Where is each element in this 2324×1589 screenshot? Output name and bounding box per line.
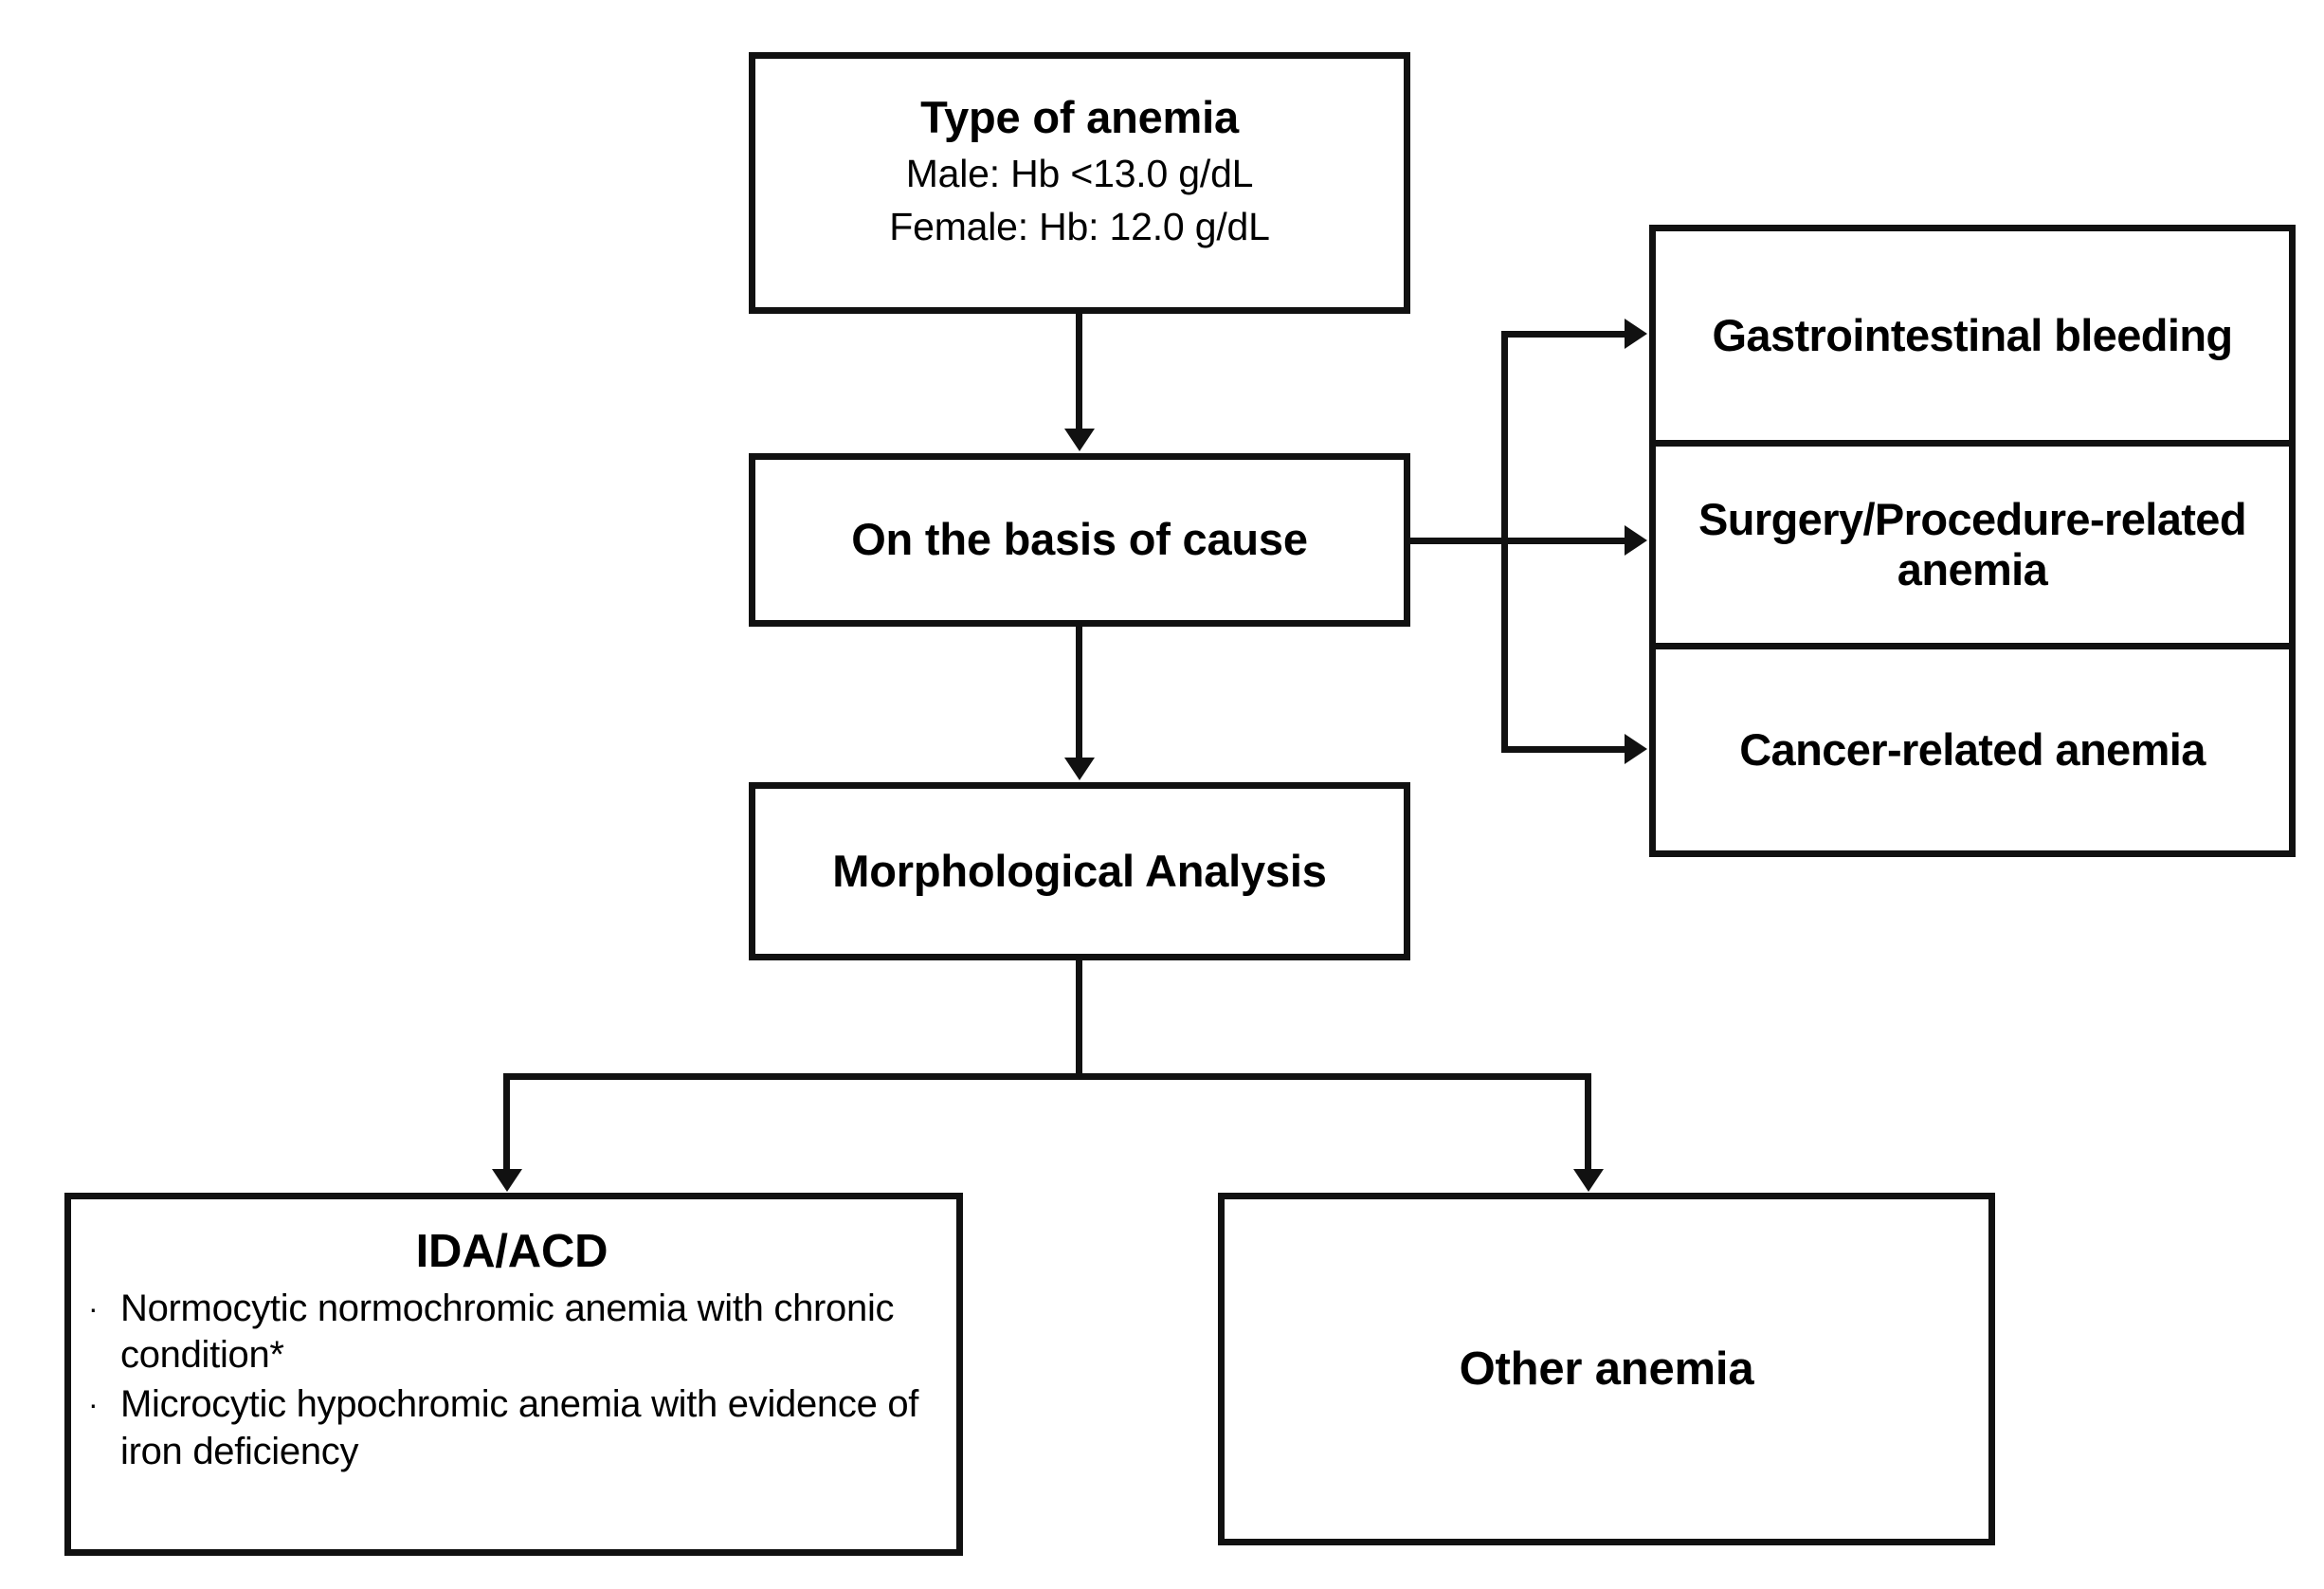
edge-fork-to-ida-line [503,1073,510,1172]
edge-morph-fork-bar [503,1073,1591,1080]
edge-fork-to-other-line [1585,1073,1591,1172]
node-ida-acd-title: IDA/ACD [415,1226,608,1277]
node-on-the-basis-of-cause[interactable]: On the basis of cause [749,453,1410,627]
node-surgery-procedure-related-anemia[interactable]: Surgery/Procedure-related anemia [1656,440,2289,642]
node-type-of-anemia-female-threshold: Female: Hb: 12.0 g/dL [889,205,1270,249]
edge-trunk-to-gi-arrowhead [1625,319,1647,349]
list-item-label: Normocytic normochromic anemia with chro… [120,1287,895,1377]
node-group-causes: Gastrointestinal bleeding Surgery/Proced… [1649,225,2296,857]
node-ida-acd-bullet-list: · Normocytic normochromic anemia with chr… [88,1286,935,1477]
bullet-marker-icon: · [88,1290,99,1325]
node-ida-acd[interactable]: IDA/ACD · Normocytic normochromic anemia … [64,1193,963,1556]
list-item: · Normocytic normochromic anemia with chr… [88,1286,935,1379]
edge-trunk-to-gi-line [1501,331,1628,338]
edge-fork-to-ida-arrowhead [492,1169,522,1192]
node-gastrointestinal-bleeding[interactable]: Gastrointestinal bleeding [1712,310,2233,361]
node-other-anemia-title: Other anemia [1459,1342,1754,1395]
list-item-label: Microcytic hypochromic anemia with evide… [120,1383,919,1472]
node-type-of-anemia[interactable]: Type of anemia Male: Hb <13.0 g/dL Femal… [749,52,1410,314]
edge-type-to-cause-line [1076,314,1082,431]
node-other-anemia[interactable]: Other anemia [1218,1193,1995,1545]
edge-trunk-to-cancer-arrowhead [1625,734,1647,764]
edge-trunk-to-cancer-line [1501,746,1628,753]
node-type-of-anemia-male-threshold: Male: Hb <13.0 g/dL [905,151,1254,195]
node-cancer-related-anemia[interactable]: Cancer-related anemia [1656,642,2289,850]
edge-trunk-to-surgery-line [1501,538,1628,544]
edge-cause-to-morph-line [1076,627,1082,759]
edge-morph-fork-stem [1076,960,1082,1080]
node-morphological-analysis-title: Morphological Analysis [832,845,1327,896]
bullet-marker-icon: · [88,1387,99,1422]
edge-fork-to-other-arrowhead [1573,1169,1604,1192]
node-type-of-anemia-title: Type of anemia [920,92,1239,142]
edge-cause-to-morph-arrowhead [1064,758,1095,780]
node-morphological-analysis[interactable]: Morphological Analysis [749,782,1410,960]
edge-trunk-to-surgery-arrowhead [1625,525,1647,556]
list-item: · Microcytic hypochromic anemia with evid… [88,1381,935,1475]
edge-cause-to-trunk-line [1410,538,1508,544]
edge-type-to-cause-arrowhead [1064,429,1095,451]
node-on-the-basis-of-cause-title: On the basis of cause [851,514,1308,565]
